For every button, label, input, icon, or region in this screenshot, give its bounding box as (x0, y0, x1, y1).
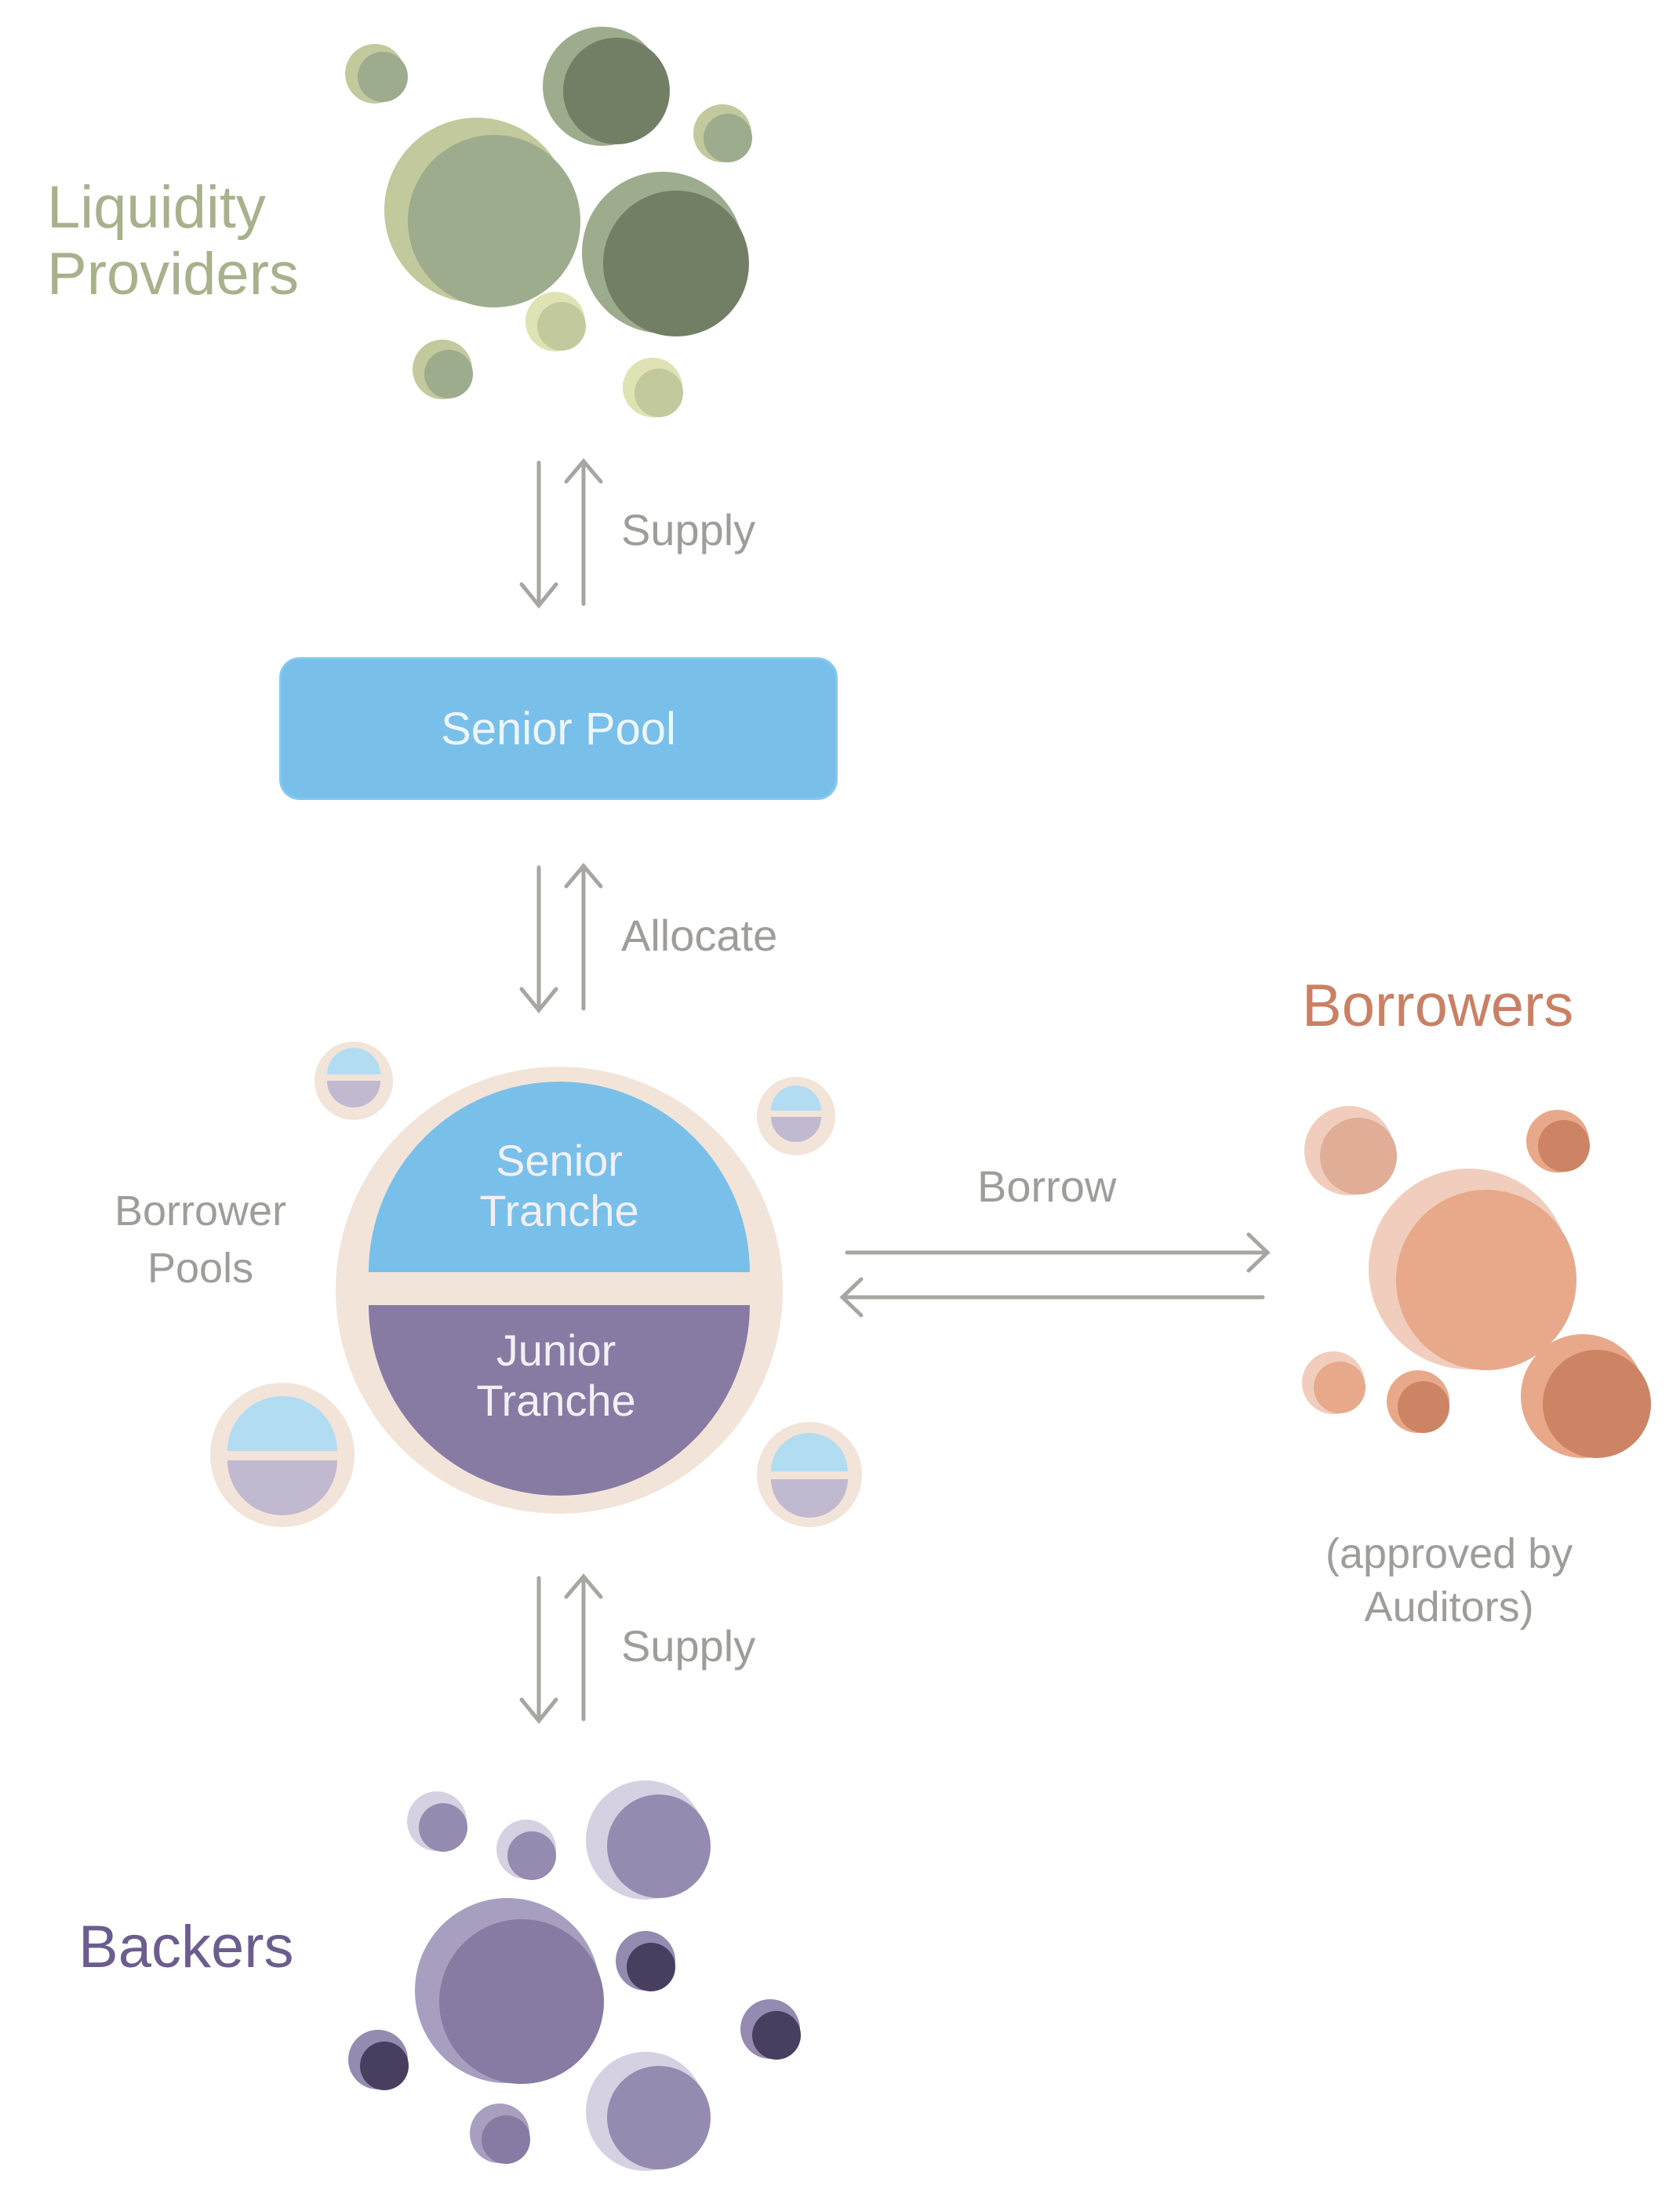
lp-bubble (345, 44, 408, 104)
supply-label-bottom: Supply (621, 1621, 756, 1671)
borrowers-note-line2: Auditors) (1364, 1583, 1534, 1631)
lp-bubble (384, 118, 580, 307)
borrower-bubble (1526, 1110, 1590, 1173)
backer-bubble (616, 1931, 675, 1991)
senior-tranche-line1: Senior (496, 1136, 623, 1185)
lp-bubble (525, 292, 586, 351)
borrow-arrows (839, 1232, 1271, 1318)
senior-pool-box: Senior Pool (279, 657, 838, 800)
junior-tranche-line2: Tranche (476, 1376, 636, 1426)
junior-tranche-label: Junior Tranche (360, 1325, 752, 1427)
borrower-bubble (1302, 1351, 1365, 1414)
arrow-left-icon (839, 1277, 1265, 1318)
small-borrower-pools (210, 1042, 862, 1527)
borrower-pools-label-line1: Borrower (115, 1187, 287, 1235)
liquidity-provider-bubbles (345, 27, 752, 417)
liquidity-providers-title: Liquidity Providers (47, 174, 299, 307)
lp-bubble (543, 27, 670, 146)
backer-bubble (586, 2052, 711, 2171)
arrow-down-icon (519, 1576, 558, 1724)
senior-tranche-shape (369, 1082, 750, 1272)
arrow-down-icon (519, 460, 558, 609)
borrow-label: Borrow (977, 1162, 1117, 1211)
main-borrower-pool (336, 1067, 783, 1514)
arrow-down-icon (519, 865, 558, 1013)
supply-arrows-top (519, 458, 603, 609)
senior-pool-label: Senior Pool (441, 703, 676, 755)
backer-bubble (740, 1999, 801, 2060)
arrow-up-icon (564, 1573, 603, 1722)
junior-tranche-shape (369, 1305, 750, 1496)
lp-title-line1: Liquidity (47, 174, 266, 241)
supply-arrows-bottom (519, 1573, 603, 1724)
allocate-arrows (519, 863, 603, 1013)
borrowers-note: (approved by Auditors) (1325, 1528, 1573, 1634)
lp-bubble (582, 172, 749, 336)
borrowers-title: Borrowers (1302, 973, 1574, 1039)
backer-bubble (470, 2104, 530, 2164)
arrow-up-icon (564, 863, 603, 1011)
backer-bubble (348, 2030, 409, 2090)
small-pool (210, 1383, 355, 1527)
borrowers-note-line1: (approved by (1325, 1530, 1573, 1577)
borrower-bubble (1521, 1334, 1651, 1458)
lp-title-line2: Providers (47, 241, 299, 308)
backers-title: Backers (78, 1914, 294, 1980)
small-pool (757, 1077, 835, 1155)
senior-tranche-line2: Tranche (479, 1186, 639, 1236)
small-pool (315, 1042, 393, 1120)
borrower-bubbles (1302, 1106, 1651, 1458)
small-pool (757, 1422, 862, 1527)
lp-bubble (693, 104, 752, 162)
arrow-right-icon (845, 1232, 1271, 1273)
junior-tranche-line1: Junior (496, 1325, 616, 1375)
backer-bubble (496, 1820, 556, 1880)
backer-bubble (407, 1791, 467, 1852)
senior-tranche-label: Senior Tranche (363, 1136, 755, 1237)
borrower-bubble (1304, 1106, 1397, 1195)
borrower-bubble (1369, 1169, 1576, 1370)
backer-bubble (586, 1780, 711, 1900)
backer-bubbles (348, 1780, 801, 2171)
borrower-pools-label: Borrower Pools (115, 1183, 286, 1297)
lp-bubble (623, 358, 683, 417)
supply-label-top: Supply (621, 505, 756, 555)
arrow-up-icon (564, 458, 603, 606)
borrower-bubble (1387, 1370, 1449, 1433)
allocate-label: Allocate (621, 911, 778, 960)
borrower-pools-label-line2: Pools (147, 1244, 254, 1292)
lp-bubble (413, 340, 473, 399)
backer-bubble (415, 1898, 604, 2084)
